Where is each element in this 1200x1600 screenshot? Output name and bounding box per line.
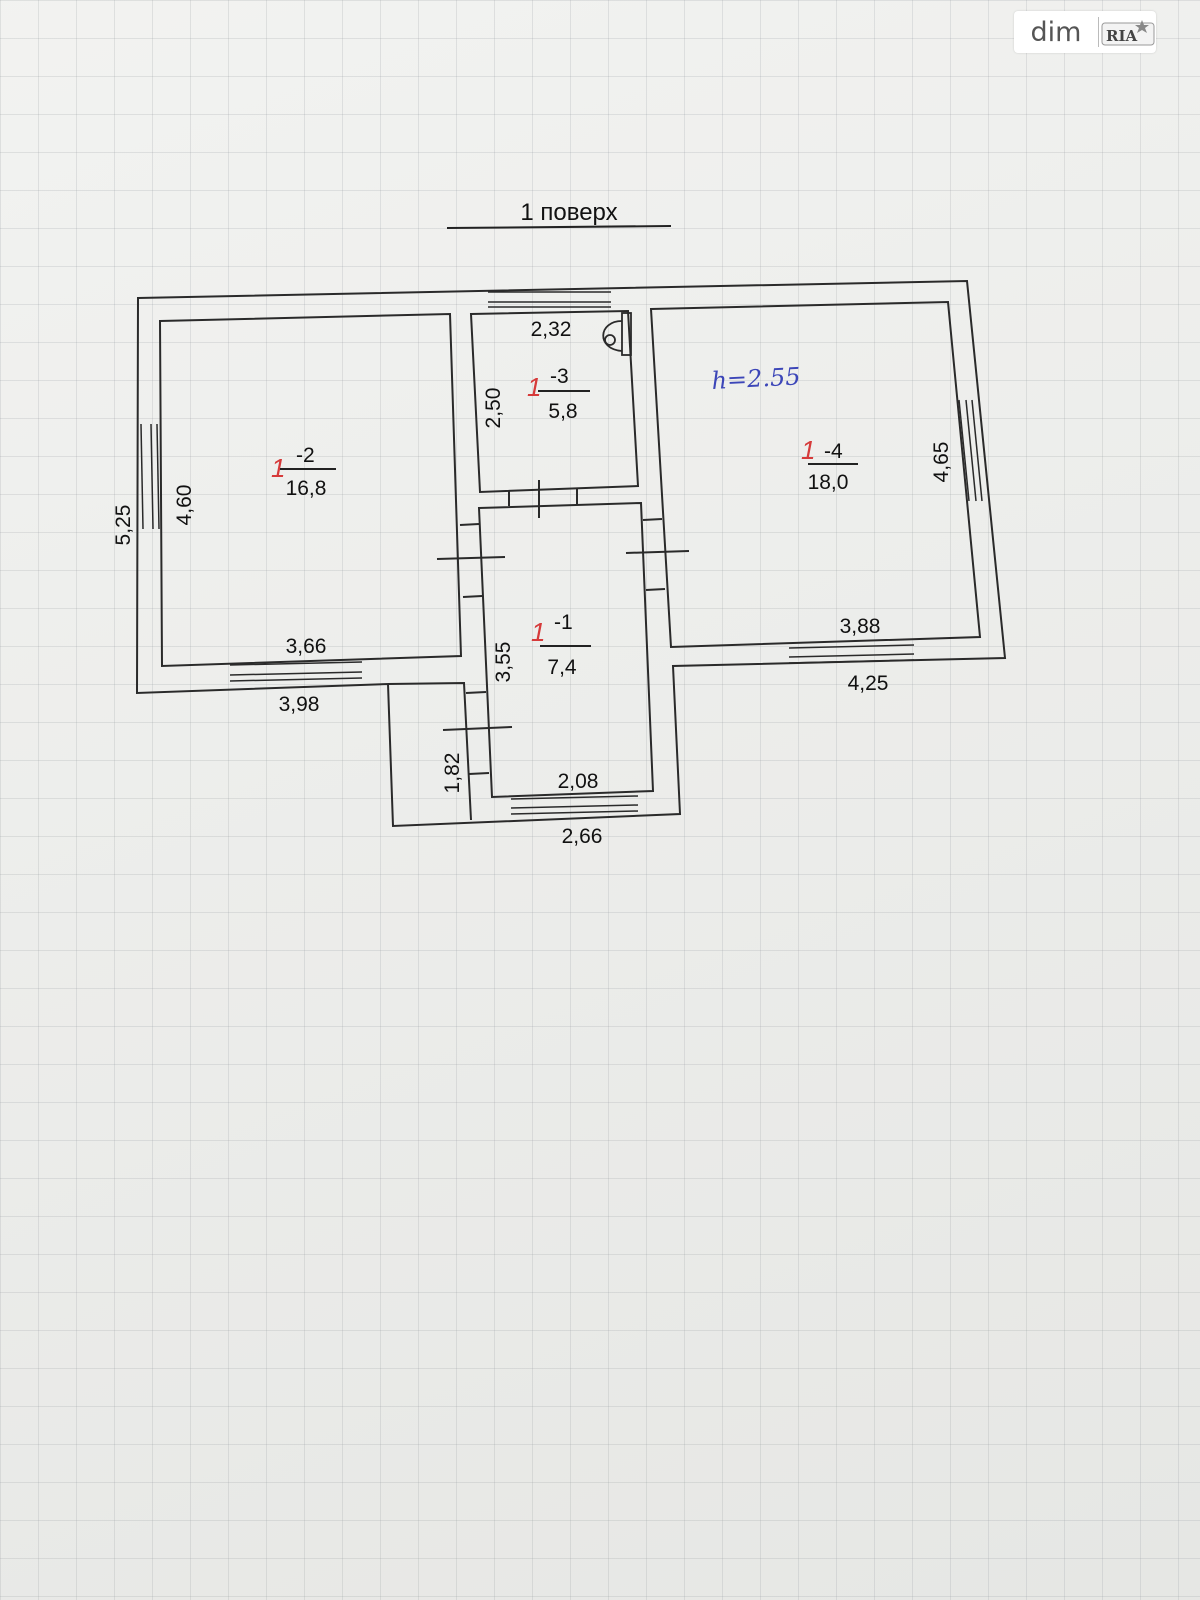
watermark-dim-text: dim xyxy=(1030,16,1082,48)
dimension-labels: 5,25 4,60 3,66 3,98 2,32 2,50 3,55 1,82 … xyxy=(112,318,953,848)
room-mark-1-3: 1 xyxy=(527,372,541,402)
window-right xyxy=(958,399,983,502)
window-bottom-left xyxy=(229,661,363,682)
toilet-icon xyxy=(602,312,632,356)
ria-logo-icon: RIA xyxy=(1101,20,1154,46)
room-mark-1-2: 1 xyxy=(271,453,285,483)
room-label-1-3: 1 -3 5,8 xyxy=(527,365,590,423)
room-area-1-2: 16,8 xyxy=(286,477,327,500)
dim-r1-outer-width: 2,66 xyxy=(562,825,603,848)
room-mark-1-4: 1 xyxy=(801,435,815,465)
window-left xyxy=(140,423,160,530)
dim-r1-height: 3,55 xyxy=(492,642,515,683)
dim-r1-inner-width: 2,08 xyxy=(558,770,599,793)
window-bottom-right xyxy=(788,644,915,664)
dim-r4-height: 4,65 xyxy=(930,442,953,483)
room-label-1-4: 1 -4 18,0 xyxy=(801,435,858,494)
dim-r4-outer-width: 4,25 xyxy=(848,672,889,695)
plan-walls xyxy=(135,279,1007,828)
dim-r4-inner-width: 3,88 xyxy=(840,615,881,638)
watermark-ria-logo: RIA xyxy=(1099,17,1156,47)
door-1-2 xyxy=(436,523,506,598)
door-1-3 xyxy=(508,480,578,518)
watermark-divider xyxy=(1098,17,1099,47)
dim-r2-left-inner: 4,60 xyxy=(173,485,196,526)
dimria-watermark: dim RIA xyxy=(1014,11,1156,53)
windows xyxy=(140,291,983,815)
room-mark-1-1: 1 xyxy=(531,617,545,647)
room-area-1-3: 5,8 xyxy=(548,400,577,423)
ceiling-height-note: h=2.55 xyxy=(711,362,801,395)
room-label-1-1: 1 -1 7,4 xyxy=(531,611,591,679)
door-1-4 xyxy=(625,518,690,591)
dim-porch-height: 1,82 xyxy=(441,753,464,794)
dim-r2-outer-width: 3,98 xyxy=(279,693,320,716)
dim-r3-height: 2,50 xyxy=(482,388,505,429)
svg-text:RIA: RIA xyxy=(1106,27,1137,45)
dim-r2-inner-width: 3,66 xyxy=(286,635,327,658)
room-number-1-2: -2 xyxy=(296,444,315,467)
floor-title: 1 поверх xyxy=(520,199,617,226)
floor-title-underline xyxy=(446,225,672,229)
room-area-1-1: 7,4 xyxy=(547,656,577,679)
room-label-1-2: 1 -2 16,8 xyxy=(271,444,336,500)
dim-r3-width: 2,32 xyxy=(531,318,572,341)
window-top xyxy=(488,291,611,308)
window-bottom-center xyxy=(510,795,639,815)
room-number-1-3: -3 xyxy=(550,365,569,388)
room-number-1-1: -1 xyxy=(554,611,573,634)
doors xyxy=(436,480,690,775)
dim-r2-left-outer: 5,25 xyxy=(112,505,135,546)
door-entrance xyxy=(442,691,513,775)
room-area-1-4: 18,0 xyxy=(808,471,849,494)
room-number-1-4: -4 xyxy=(824,440,843,463)
